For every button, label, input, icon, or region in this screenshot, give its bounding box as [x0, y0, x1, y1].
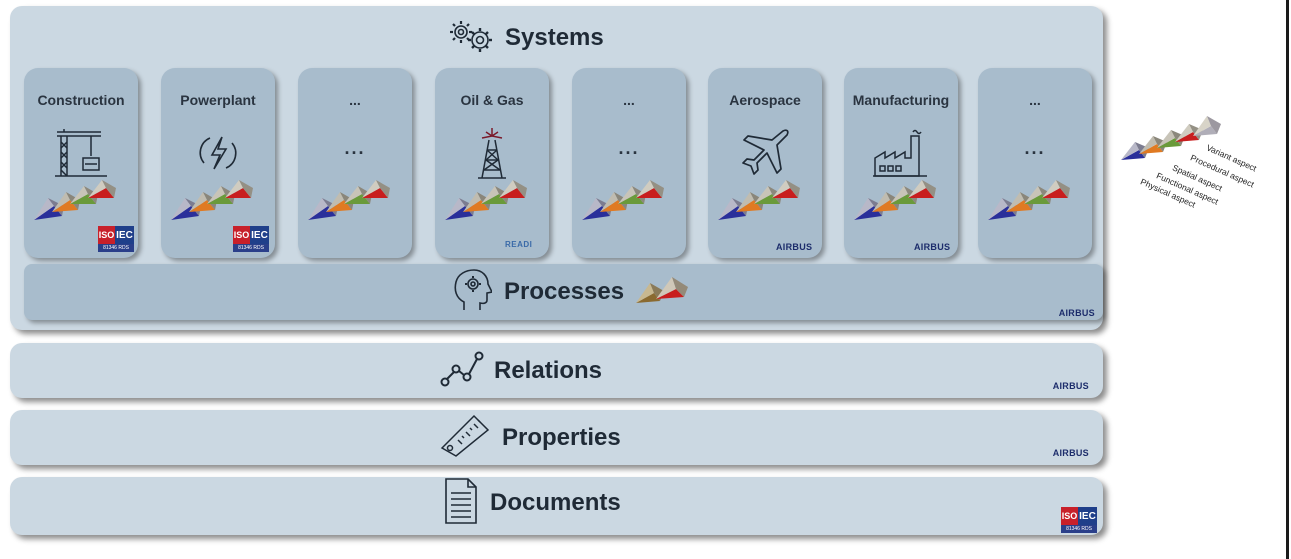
- aspect-pyramids-icon: [988, 176, 1082, 231]
- aspect-pyramids-icon: [308, 176, 402, 231]
- procedural-pyramid-icon: [634, 273, 694, 312]
- card-icon-placeholder: ...: [1024, 138, 1046, 158]
- system-card-oil-gas[interactable]: Oil & Gas READI: [435, 68, 549, 258]
- iso-standard-number: 81346 RDS: [1061, 525, 1097, 533]
- airbus-logo: AIRBUS: [1052, 381, 1089, 391]
- systems-header: Systems: [447, 18, 604, 58]
- systems-layer: Systems Construction: [10, 6, 1103, 330]
- factory-icon: [844, 123, 958, 183]
- system-card-placeholder-1[interactable]: ... ...: [298, 68, 412, 258]
- iso-standard-number: 81346 RDS: [233, 244, 269, 252]
- systems-title: Systems: [505, 24, 604, 51]
- system-card-construction[interactable]: Construction: [24, 68, 138, 258]
- graph-icon: [440, 351, 484, 392]
- aspect-pyramids-icon: [171, 176, 265, 231]
- readi-logo: READI: [505, 240, 533, 249]
- aspect-pyramids-icon: [718, 176, 812, 231]
- document-icon: [440, 477, 480, 530]
- iec-logo: IEC: [115, 226, 134, 244]
- card-label: Manufacturing: [852, 92, 950, 108]
- card-label: ...: [623, 92, 635, 108]
- aspect-legend: Variant aspect Procedural aspect Spatial…: [1115, 112, 1290, 242]
- iso-iec-badge: ISO IEC 81346 RDS: [1061, 507, 1097, 533]
- card-label: Construction: [37, 92, 125, 108]
- lightning-icon: [161, 123, 275, 183]
- airbus-logo: AIRBUS: [1058, 308, 1095, 318]
- card-label: Powerplant: [180, 92, 256, 108]
- documents-title: Documents: [490, 489, 621, 516]
- system-card-placeholder-2[interactable]: ... ...: [572, 68, 686, 258]
- iso-iec-badge: ISO IEC 81346 RDS: [98, 226, 134, 252]
- system-card-placeholder-3[interactable]: ... ...: [978, 68, 1092, 258]
- crane-icon: [24, 123, 138, 183]
- iec-logo: IEC: [250, 226, 269, 244]
- card-label: Aerospace: [729, 92, 801, 108]
- airplane-icon: [708, 123, 822, 183]
- card-label: ...: [1029, 92, 1041, 108]
- system-card-powerplant[interactable]: Powerplant ISO IEC 81346 RDS: [161, 68, 275, 258]
- documents-layer[interactable]: Documents ISO IEC 81346 RDS: [10, 477, 1103, 535]
- iec-logo: IEC: [1078, 507, 1097, 525]
- head-gear-icon: [452, 268, 494, 317]
- airbus-logo: AIRBUS: [914, 242, 951, 252]
- iso-logo: ISO: [1061, 507, 1078, 525]
- ruler-icon: [440, 414, 492, 463]
- card-icon-placeholder: ...: [344, 138, 366, 158]
- airbus-logo: AIRBUS: [776, 242, 813, 252]
- iso-iec-badge: ISO IEC 81346 RDS: [233, 226, 269, 252]
- iso-logo: ISO: [233, 226, 250, 244]
- card-icon-placeholder: ...: [618, 138, 640, 158]
- iso-standard-number: 81346 RDS: [98, 244, 134, 252]
- aspect-pyramids-icon: [34, 176, 128, 231]
- gears-icon: [447, 18, 497, 59]
- aspect-pyramids-icon: [582, 176, 676, 231]
- card-label: ...: [349, 92, 361, 108]
- airbus-logo: AIRBUS: [1052, 448, 1089, 458]
- relations-layer[interactable]: Relations AIRBUS: [10, 343, 1103, 398]
- system-card-aerospace[interactable]: Aerospace AIRBUS: [708, 68, 822, 258]
- relations-title: Relations: [494, 357, 603, 384]
- properties-layer[interactable]: Properties AIRBUS: [10, 410, 1103, 465]
- iso-logo: ISO: [98, 226, 115, 244]
- card-label: Oil & Gas: [460, 92, 524, 108]
- aspect-pyramids-icon: [445, 176, 539, 231]
- aspect-pyramids-icon: [854, 176, 948, 231]
- system-card-manufacturing[interactable]: Manufacturing AIRBUS: [844, 68, 958, 258]
- aspect-pyramids-icon: [1121, 116, 1221, 160]
- processes-layer[interactable]: Processes AIRBUS: [24, 264, 1103, 320]
- properties-title: Properties: [502, 424, 621, 451]
- processes-title: Processes: [504, 278, 625, 305]
- oil-rig-icon: [435, 123, 549, 183]
- right-border-line: [1286, 0, 1289, 559]
